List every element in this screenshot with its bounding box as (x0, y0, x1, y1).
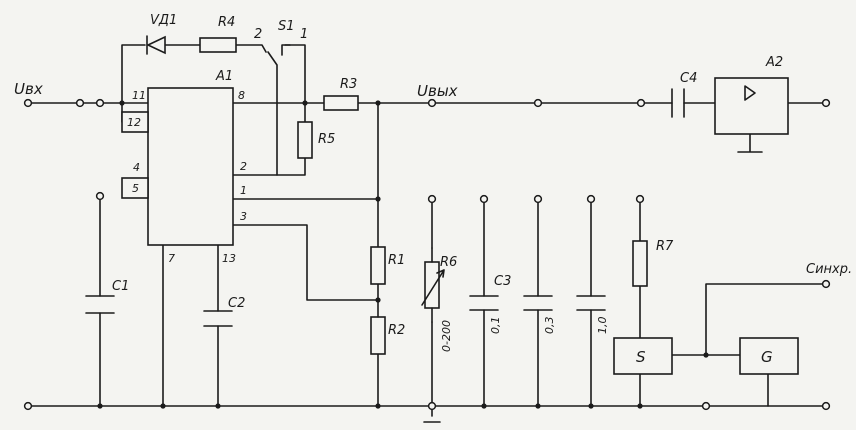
capacitor-c4 (671, 88, 685, 118)
label-pin11: 11 (132, 89, 146, 102)
label-pin4: 4 (133, 161, 140, 174)
label-a2: A2 (765, 55, 783, 70)
label-c3-value-01: 0,1 (489, 317, 502, 335)
label-s1-pos1: 1 (300, 27, 308, 42)
label-g-block: G (761, 348, 773, 366)
label-r5: R5 (318, 132, 335, 147)
capacitor-c2 (203, 310, 233, 327)
label-r4: R4 (218, 15, 235, 30)
label-r2: R2 (388, 323, 405, 338)
label-c3-value-03: 0,3 (543, 317, 556, 335)
label-c3-value-10: 1,0 (596, 317, 609, 335)
variable-resistor-r6 (421, 247, 445, 323)
label-a1: A1 (215, 69, 233, 84)
label-pin2: 2 (240, 160, 247, 173)
capacitor-c3-03 (523, 295, 553, 311)
capacitor-c3-01 (469, 295, 499, 311)
resistor-r2 (370, 316, 386, 355)
ic-a1-pin5-tab (121, 177, 149, 199)
block-g (739, 337, 799, 375)
label-pin8: 8 (238, 89, 245, 102)
diode-vd1 (146, 35, 166, 55)
label-s1-pos2: 2 (254, 27, 262, 42)
label-vd1: VД1 (150, 13, 177, 28)
switch-s1-contact (281, 44, 291, 56)
terminals (23, 98, 831, 411)
resistor-r5 (297, 121, 313, 159)
label-r6-range: 0-200 (440, 320, 453, 352)
label-pin7: 7 (168, 252, 175, 265)
resistor-r7 (632, 240, 648, 287)
label-c4: C4 (680, 71, 697, 86)
ic-a1-pin12-tab (121, 111, 149, 133)
label-pin5: 5 (132, 182, 139, 195)
label-pin1: 1 (240, 184, 247, 197)
resistor-r3 (323, 95, 359, 111)
label-s-block: S (636, 348, 646, 366)
amplifier-a2 (714, 77, 789, 135)
label-c3: C3 (494, 274, 511, 289)
label-pin12: 12 (127, 116, 141, 129)
label-r6: R6 (440, 255, 457, 270)
capacitor-c1 (85, 295, 115, 314)
capacitor-c3-10 (576, 295, 606, 311)
labels: Uвх VД1 R4 2 S1 1 A1 R3 Uвых C4 A2 R5 11… (14, 13, 852, 366)
label-c1: C1 (112, 279, 129, 294)
label-r1: R1 (388, 253, 405, 268)
label-r3: R3 (340, 77, 357, 92)
resistor-r1 (370, 246, 386, 285)
block-s (613, 337, 673, 375)
label-sync: Синхр. (806, 262, 852, 277)
label-vin: Uвх (14, 80, 43, 98)
label-c2: C2 (228, 296, 245, 311)
label-pin13: 13 (222, 252, 236, 265)
wires (27, 44, 827, 423)
ic-a1 (147, 87, 234, 246)
label-vout: Uвых (417, 82, 458, 100)
label-pin3: 3 (240, 210, 247, 223)
junction-dots (97, 100, 709, 409)
label-s1: S1 (278, 19, 295, 34)
label-r7: R7 (656, 239, 674, 254)
resistor-r4 (199, 37, 237, 53)
